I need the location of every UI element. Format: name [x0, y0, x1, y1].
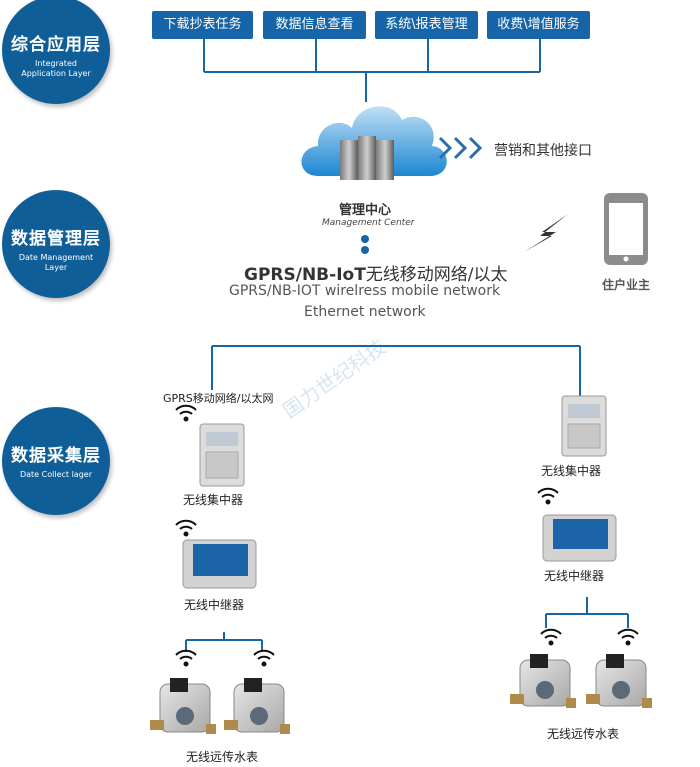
right-meters-label: 无线远传水表	[547, 727, 620, 741]
connector-dot-2	[361, 246, 369, 254]
phone-icon	[604, 193, 648, 265]
layer-application: 综合应用层 Integrated Application Layer	[2, 0, 110, 104]
interface-arrows-icon	[438, 136, 483, 160]
left-meters-label: 无线远传水表	[186, 750, 259, 764]
repeater-device-right	[542, 514, 617, 562]
water-meter-icon	[586, 654, 652, 708]
app-bus-connector	[203, 39, 541, 102]
cloud-subtitle: Management Center	[322, 218, 415, 228]
network-line-3: Ethernet network	[304, 304, 426, 320]
layer-management: 数据管理层 Date Management Layer	[2, 190, 110, 298]
cloud-icon	[301, 106, 447, 180]
wifi-icon	[617, 628, 639, 646]
lightning-icon	[524, 214, 568, 252]
layer-application-subtitle: Integrated Application Layer	[21, 59, 91, 78]
interface-label: 营销和其他接口	[494, 143, 592, 159]
concentrator-device-right	[561, 395, 607, 457]
connector-dot-1	[361, 235, 369, 243]
left-network-label: GPRS移动网络/以太网	[163, 392, 274, 405]
water-meter-icon	[150, 678, 216, 734]
network-title-bold: GPRS/NB-IoT	[244, 265, 366, 285]
homeowner-label: 住户业主	[602, 278, 651, 292]
layer-collection-subtitle: Date Collect lager	[19, 470, 92, 479]
app-button-report-management: 系统\报表管理	[375, 11, 478, 39]
layer-collection-title: 数据采集层	[11, 446, 101, 466]
right-repeater-label: 无线中继器	[544, 569, 605, 583]
network-title: GPRS/NB-IoT无线移动网络/以太	[244, 260, 508, 285]
layer-collection: 数据采集层 Date Collect lager	[2, 407, 110, 515]
app-button-billing-services: 收费\增值服务	[487, 11, 590, 39]
wifi-icon	[175, 404, 197, 422]
right-concentrator-label: 无线集中器	[541, 464, 602, 478]
network-bus	[211, 345, 581, 396]
concentrator-device-left	[199, 423, 245, 487]
layer-management-title: 数据管理层	[11, 229, 101, 249]
wifi-icon	[175, 649, 197, 667]
cloud-title: 管理中心	[339, 203, 392, 218]
wifi-icon	[537, 487, 559, 505]
left-branch-lines	[185, 632, 263, 652]
layer-application-title: 综合应用层	[11, 35, 101, 55]
right-branch-lines	[545, 597, 629, 628]
repeater-device-left	[182, 539, 257, 589]
water-meter-icon	[510, 654, 576, 708]
network-title-rest: 无线移动网络/以太	[365, 265, 508, 285]
wifi-icon	[253, 649, 275, 667]
water-meter-icon	[224, 678, 290, 734]
wifi-icon	[175, 519, 197, 537]
app-button-download-tasks: 下载抄表任务	[152, 11, 253, 39]
layer-management-subtitle: Date Management Layer	[18, 253, 94, 272]
wifi-icon	[540, 628, 562, 646]
left-repeater-label: 无线中继器	[184, 598, 245, 612]
app-button-data-view: 数据信息查看	[263, 11, 366, 39]
left-concentrator-label: 无线集中器	[183, 493, 244, 507]
network-line-2: GPRS/NB-IOT wirelress mobile network	[229, 283, 501, 299]
